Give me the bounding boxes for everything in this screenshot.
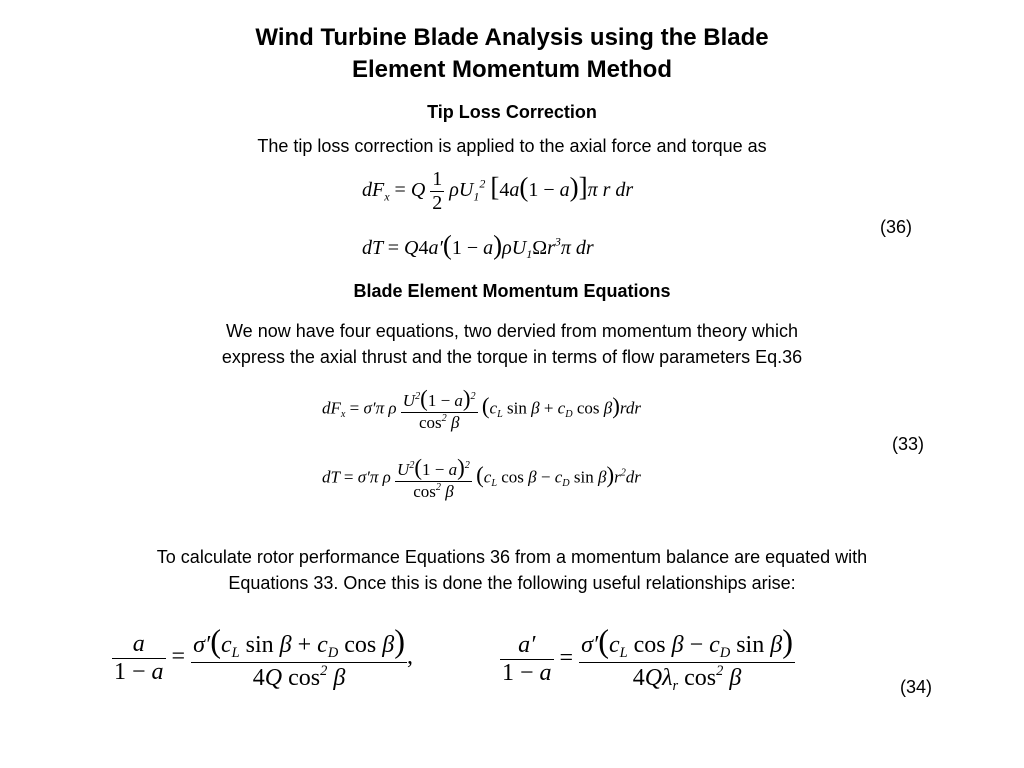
bem-text-line1: We now have four equations, two dervied …: [226, 321, 798, 341]
rotor-performance-line2: Equations 33. Once this is done the foll…: [228, 573, 796, 593]
slide-title-line1: Wind Turbine Blade Analysis using the Bl…: [255, 24, 769, 51]
equation-number-36: (36): [880, 217, 913, 237]
fraction-velocity-over-cos: U2(1 − a)2 cos2 β: [400, 386, 478, 433]
slide-title-line2: Element Momentum Method: [351, 56, 672, 83]
rotor-performance-text: To calculate rotor performance Equations…: [0, 544, 1024, 596]
tip-loss-heading: Tip Loss Correction: [427, 102, 597, 122]
bem-heading: Blade Element Momentum Equations: [353, 281, 671, 301]
equation-36-torque: dT = Q4a′(1 − a)ρU1Ωr3π dr: [362, 230, 594, 262]
bem-text: We now have four equations, two dervied …: [0, 318, 1024, 370]
equation-number-34: (34): [900, 677, 933, 697]
equation-33-torque: dT = σ′π ρ U2(1 − a)2 cos2 β (cL cos β −…: [322, 455, 641, 502]
equation-number-33: (33): [892, 434, 925, 454]
equation-33-axial-force: dFx = σ′π ρ U2(1 − a)2 cos2 β (cL sin β …: [322, 386, 641, 433]
fraction-velocity-over-cos-2: U2(1 − a)2 cos2 β: [395, 455, 472, 502]
equation-34-angular-induction: a′1 − a = σ′(cL cos β − cD sin β) 4Qλr c…: [500, 624, 795, 695]
slide-title: Wind Turbine Blade Analysis using the Bl…: [0, 22, 1024, 86]
rotor-performance-line1: To calculate rotor performance Equations…: [156, 547, 868, 567]
tip-loss-text: The tip loss correction is applied to th…: [257, 136, 767, 156]
bem-text-line2: express the axial thrust and the torque …: [221, 347, 803, 367]
